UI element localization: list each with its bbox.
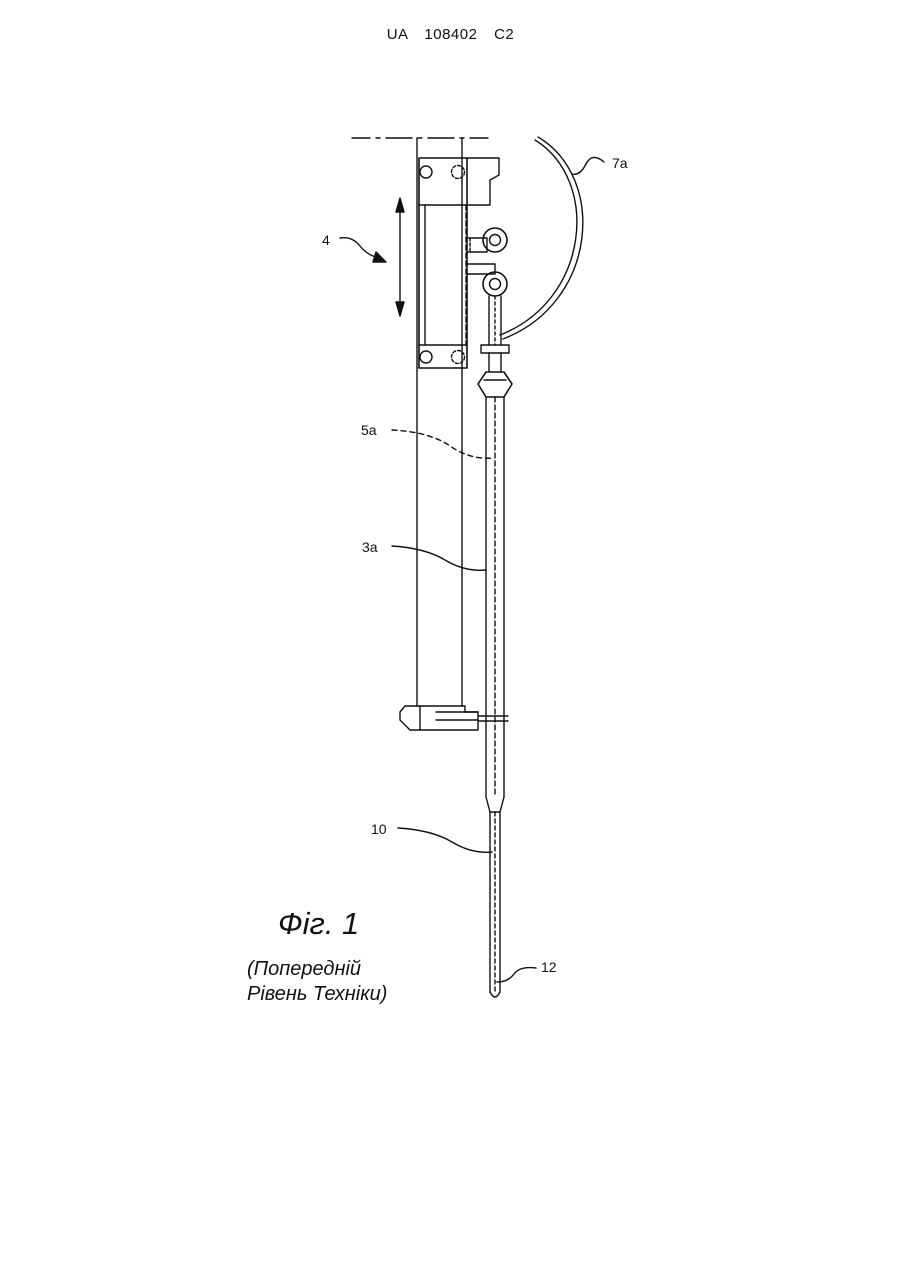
leader-7a (572, 157, 604, 174)
probe (486, 797, 504, 997)
figure-caption-line2: Рівень Техніки) (247, 982, 387, 1007)
label-4: 4 (322, 232, 330, 248)
figure-caption: (Попередній Рівень Техніки) (247, 957, 387, 1007)
leader-4 (340, 238, 386, 262)
leader-5a (392, 430, 494, 458)
label-10: 10 (371, 821, 387, 837)
leader-12 (497, 968, 536, 982)
rod-upper (478, 296, 512, 397)
carriage-block (419, 158, 499, 368)
label-5a: 5a (361, 422, 377, 438)
leader-3a (392, 546, 486, 570)
leader-10 (398, 828, 492, 852)
cable (500, 137, 583, 339)
main-tube (486, 397, 504, 797)
label-12: 12 (541, 959, 557, 975)
figure-caption-line1: (Попередній (247, 957, 387, 982)
vertical-column (417, 138, 462, 706)
motion-arrow (396, 198, 404, 316)
label-7a: 7a (612, 155, 628, 171)
roller-bracket (467, 228, 507, 296)
figure-title: Фіг. 1 (278, 906, 359, 942)
bottom-clamp (400, 706, 508, 730)
label-3a: 3a (362, 539, 378, 555)
